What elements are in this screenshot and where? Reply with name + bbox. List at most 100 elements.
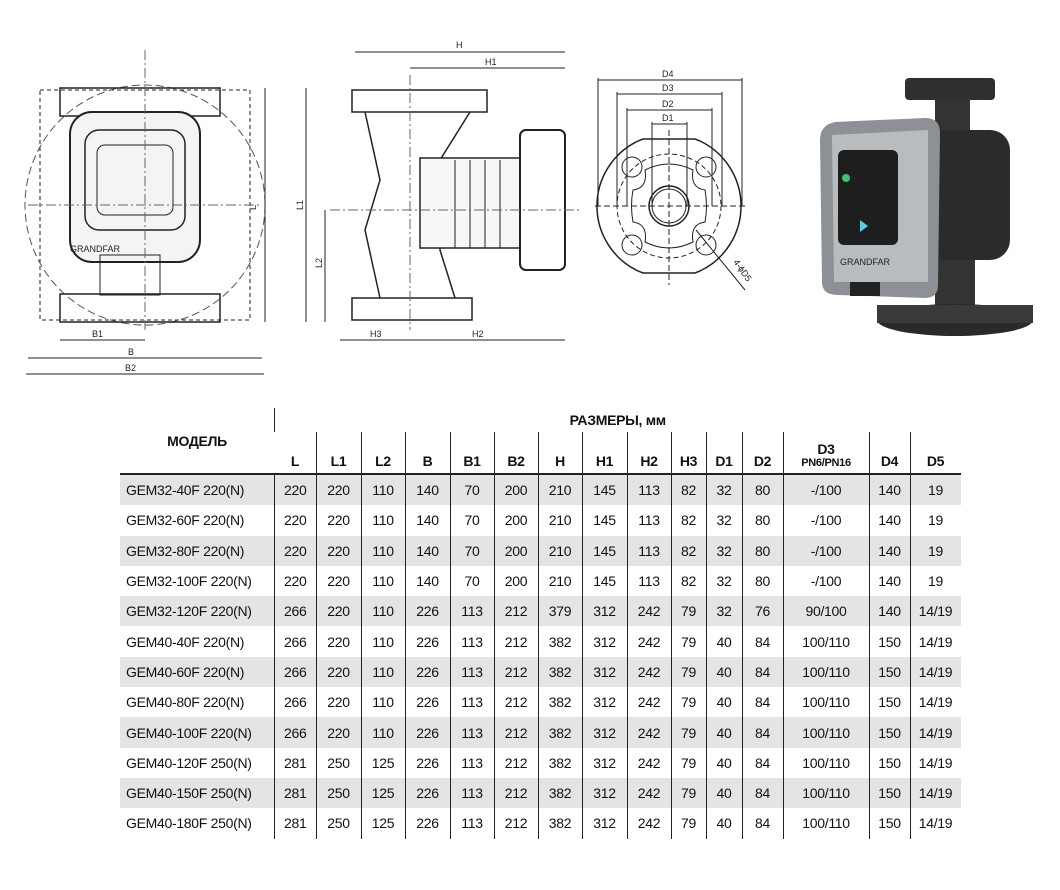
column-header-l: L (274, 432, 316, 475)
cell-h: 382 (537, 777, 582, 809)
cell-d2: 80 (741, 565, 783, 597)
cell-b2: 200 (493, 565, 538, 597)
cell-d5: 19 (909, 565, 961, 597)
model-cell: GEM40-100F 220(N) (120, 717, 275, 748)
cell-d1: 32 (705, 505, 742, 536)
cell-h2: 242 (626, 626, 671, 657)
cell-h: 210 (537, 565, 582, 597)
front-view-drawing: GRANDFAR (24, 50, 266, 375)
cell-h: 382 (537, 656, 582, 688)
cell-d5: 14/19 (909, 808, 961, 839)
cell-h: 210 (537, 505, 582, 536)
cell-d3: 100/110 (782, 808, 869, 839)
cell-d4: 140 (868, 565, 910, 597)
cell-h: 210 (537, 535, 582, 566)
cell-h: 379 (537, 596, 582, 627)
cell-d3: 100/110 (782, 656, 869, 688)
column-header-label: B1 (463, 453, 481, 469)
cell-b: 226 (404, 747, 450, 778)
column-header-d4: D4 (868, 432, 910, 475)
column-header-l2: L2 (360, 432, 405, 475)
cell-h1: 312 (581, 808, 627, 839)
column-header-d2: D2 (741, 432, 783, 475)
cell-h3: 79 (670, 777, 706, 809)
label-L: L (248, 205, 258, 210)
column-header-label: B2 (507, 453, 525, 469)
cell-b: 140 (404, 474, 450, 506)
cell-l2: 110 (360, 656, 405, 688)
column-header-label: L2 (375, 453, 391, 469)
cell-d4: 140 (868, 505, 910, 536)
cell-h1: 312 (581, 656, 627, 688)
cell-l2: 110 (360, 535, 405, 566)
cell-h: 382 (537, 626, 582, 657)
cell-b: 226 (404, 717, 450, 748)
model-cell: GEM32-80F 220(N) (120, 535, 275, 566)
cell-d5: 19 (909, 535, 961, 566)
cell-d5: 14/19 (909, 687, 961, 718)
cell-d2: 84 (741, 626, 783, 657)
cell-d2: 76 (741, 596, 783, 627)
d3-subheader: PN6/PN16 (801, 457, 851, 469)
cell-b: 226 (404, 808, 450, 839)
cell-l2: 110 (360, 565, 405, 597)
cell-h3: 79 (670, 747, 706, 778)
column-header-h1: H1 (581, 432, 627, 475)
dimensions-group-header: РАЗМЕРЫ, мм (274, 408, 961, 432)
cell-h1: 312 (581, 596, 627, 627)
cell-d2: 84 (741, 656, 783, 688)
cell-b2: 200 (493, 474, 538, 506)
cell-d1: 32 (705, 474, 742, 506)
label-B: B (128, 347, 134, 357)
cell-b2: 212 (493, 808, 538, 839)
cell-b2: 212 (493, 656, 538, 688)
cell-h2: 113 (626, 474, 671, 506)
cell-h2: 242 (626, 777, 671, 809)
cell-h1: 145 (581, 535, 627, 566)
label-H3: H3 (370, 329, 382, 339)
flange-view-drawing (595, 78, 746, 291)
cell-h: 382 (537, 747, 582, 778)
label-D4: D4 (662, 69, 674, 79)
cell-h2: 113 (626, 565, 671, 597)
label-H1: H1 (485, 57, 497, 67)
cell-b2: 200 (493, 505, 538, 536)
model-column-header: МОДЕЛЬ (120, 408, 275, 475)
cell-h2: 242 (626, 596, 671, 627)
cell-l2: 110 (360, 687, 405, 718)
model-cell: GEM40-60F 220(N) (120, 656, 275, 688)
cell-d4: 140 (868, 535, 910, 566)
cell-h1: 312 (581, 717, 627, 748)
cell-d1: 32 (705, 565, 742, 597)
column-header-d5: D5 (909, 432, 961, 475)
column-header-h2: H2 (626, 432, 671, 475)
cell-d3: -/100 (782, 565, 869, 597)
cell-d3: 100/110 (782, 626, 869, 657)
cell-b: 140 (404, 535, 450, 566)
cell-b1: 113 (449, 717, 494, 748)
cell-h3: 79 (670, 717, 706, 748)
model-cell: GEM40-80F 220(N) (126, 694, 245, 711)
cell-l1: 220 (315, 656, 361, 688)
cell-d4: 140 (868, 474, 910, 506)
cell-l1: 220 (315, 687, 361, 718)
model-cell: GEM40-40F 220(N) (126, 633, 245, 650)
cell-h2: 113 (626, 505, 671, 536)
cell-b: 140 (404, 505, 450, 536)
cell-b1: 70 (449, 474, 494, 506)
column-header-label: L (290, 453, 300, 469)
cell-d1: 32 (705, 535, 742, 566)
technical-drawings: GRANDFAR L B1 B B2 H H1 L1 L2 H3 H2 (24, 40, 1033, 375)
cell-d3: -/100 (782, 505, 869, 536)
photo-brand-logo: GRANDFAR (840, 257, 891, 267)
column-header-label: H2 (640, 453, 658, 469)
model-cell: GEM32-120F 220(N) (120, 596, 275, 627)
cell-l2: 125 (360, 747, 405, 778)
cell-h3: 82 (670, 565, 706, 597)
cell-l2: 110 (360, 717, 405, 748)
